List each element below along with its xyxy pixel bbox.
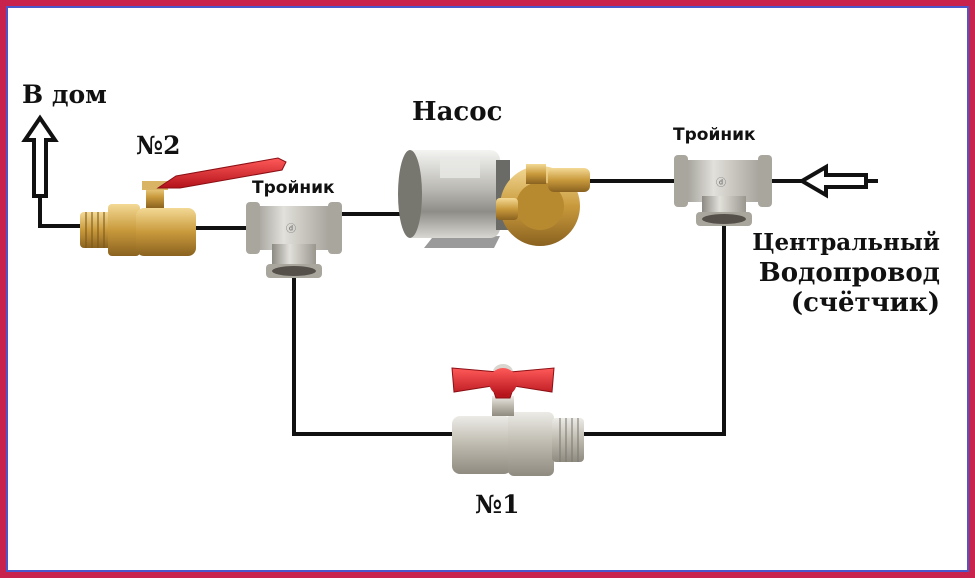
- label-tee-right: Тройник: [673, 125, 756, 145]
- arrow-up-icon: [25, 118, 55, 196]
- label-valve-2: №2: [136, 131, 181, 160]
- pipe-house-outlet: [40, 195, 80, 226]
- svg-text:ⓓ: ⓓ: [286, 223, 296, 235]
- label-supply-line2: Водопровод: [750, 258, 940, 288]
- label-pump: Насос: [412, 97, 502, 127]
- pipe-bypass-right: [580, 222, 724, 434]
- tee-right: ⓓ: [674, 155, 772, 226]
- label-to-house: В дом: [22, 80, 107, 109]
- label-central-supply: Центральный Водопровод (счётчик): [750, 228, 940, 318]
- svg-text:ⓓ: ⓓ: [716, 177, 726, 189]
- tee-left: ⓓ: [246, 202, 342, 278]
- label-supply-line3: (счётчик): [750, 288, 940, 318]
- pipe-bypass-left: [294, 272, 452, 434]
- arrow-left-icon: [802, 167, 878, 195]
- valve-1: [452, 364, 584, 476]
- label-valve-1: №1: [475, 490, 520, 519]
- pump: [398, 150, 590, 248]
- label-tee-left: Тройник: [252, 178, 335, 198]
- label-supply-line1: Центральный: [750, 228, 940, 258]
